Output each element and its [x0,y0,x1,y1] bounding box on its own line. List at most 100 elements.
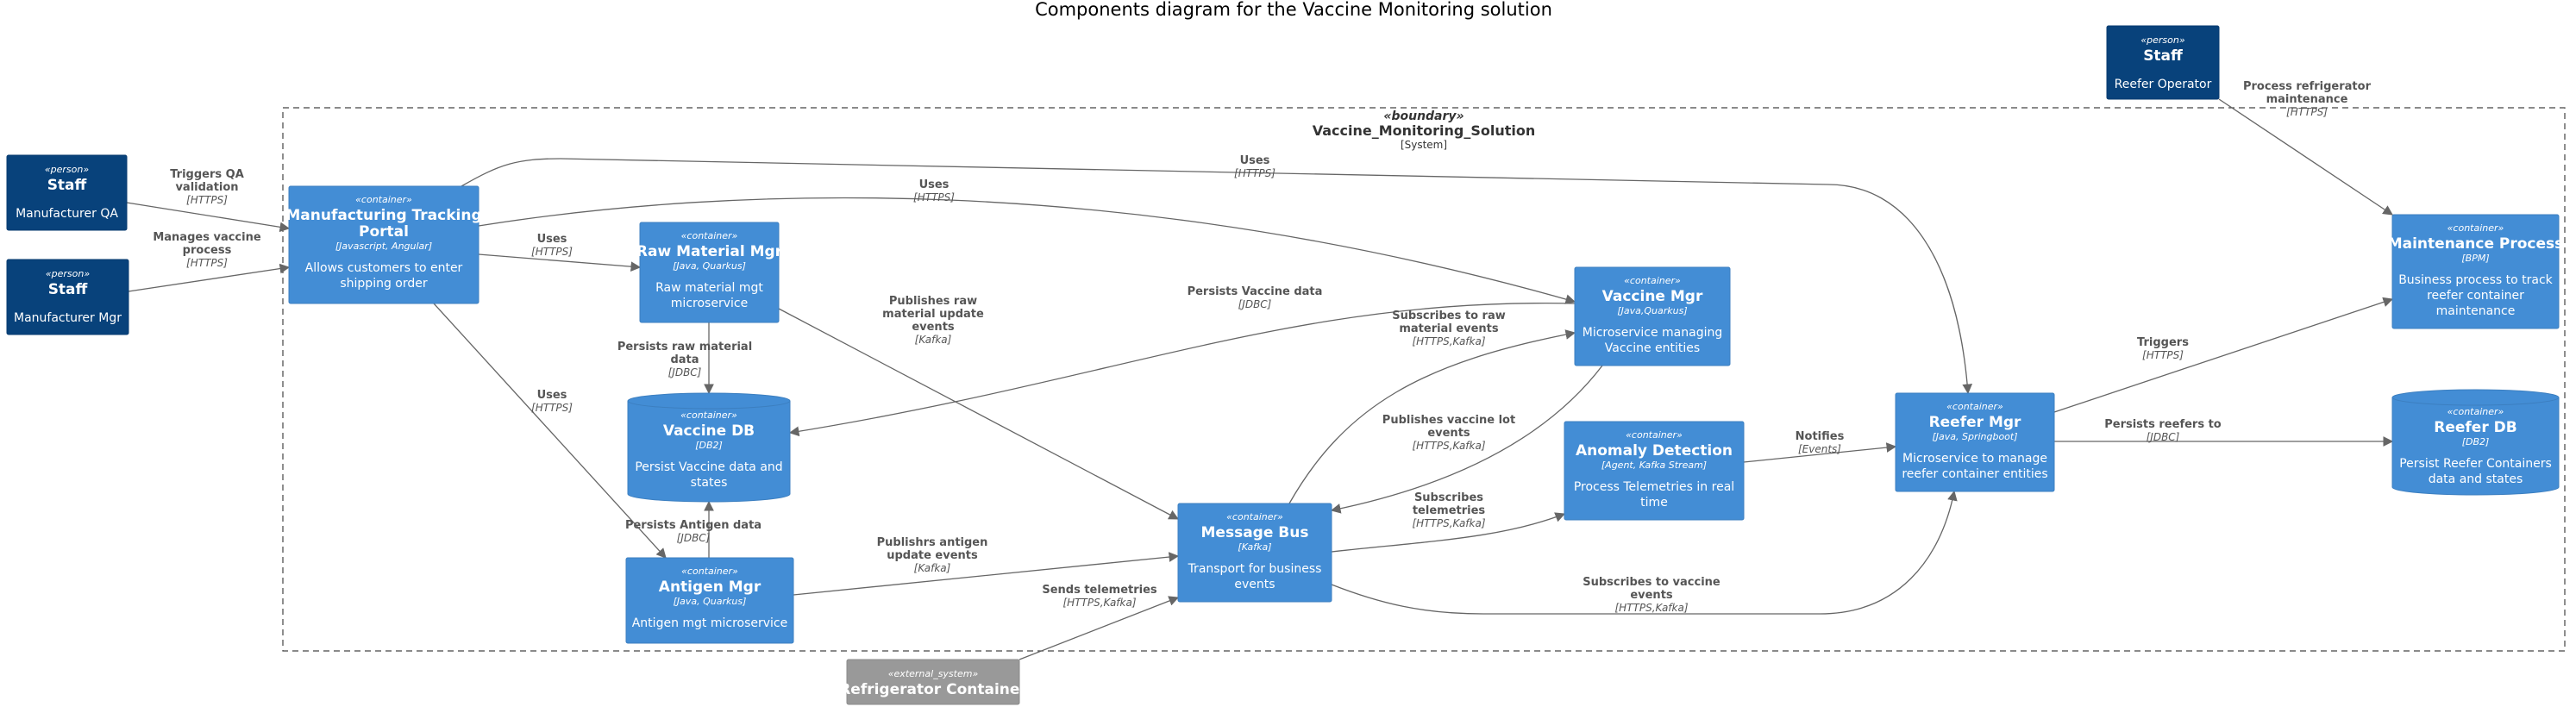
edge-label-text: telemetries [1413,504,1486,517]
database-rim [2391,397,2560,406]
database-cylinder [2391,389,2560,496]
edge-label-4: Uses[HTTPS] [913,178,955,203]
boundary-type: [System] [1401,139,1447,151]
node-bus[interactable]: «container»Message Bus[Kafka]Transport f… [1177,503,1332,603]
node-stereotype: «container» [2448,406,2504,417]
node-stereotype: «external_system» [888,668,979,679]
node-description: Vaccine entities [1605,341,1700,355]
node-name: Vaccine Mgr [1602,288,1703,305]
node-description: Manufacturer Mgr [14,311,122,325]
edge-technology: [HTTPS,Kafka] [1614,602,1688,614]
node-portal[interactable]: «container»Manufacturing TrackingPortal[… [285,185,482,304]
node-stereotype: «container» [2448,222,2504,234]
edge-technology: [HTTPS] [531,402,573,414]
node-description: time [1640,496,1668,510]
edge-technology: [Kafka] [914,562,951,574]
edge-technology: [JDBC] [1238,298,1272,310]
edge-technology: [HTTPS] [186,257,228,269]
node-vaccinedb[interactable]: «container»Vaccine DB[DB2]Persist Vaccin… [627,392,791,503]
node-reefer[interactable]: «container»Reefer Mgr[Java, Springboot]M… [1895,392,2055,492]
edge-label-15: Notifies[Events] [1796,430,1845,455]
node-description: shipping order [340,277,428,291]
container-box [2391,214,2560,329]
node-description: Reefer Operator [2115,78,2212,91]
node-stereotype: «container» [681,230,738,241]
edge-label-text: Publishrs antigen [877,536,988,549]
edge-technology: [HTTPS] [186,194,228,206]
node-description: Manufacturer QA [16,207,118,221]
node-anomaly[interactable]: «container»Anomaly Detection[Agent, Kafk… [1564,421,1745,521]
node-raw[interactable]: «container»Raw Material Mgr[Java, Quarku… [636,222,783,323]
edge-15 [1743,442,1897,463]
edge-label-text: Subscribes [1414,491,1483,504]
edge-8 [788,302,1576,437]
node-description: Process Telemetries in real [1574,480,1734,494]
edge-label-text: Triggers [2137,336,2189,349]
node-name: Antigen Mgr [659,579,762,596]
edge-label-5: Uses[HTTPS] [1234,154,1275,179]
edge-label-text: material update [882,308,984,321]
node-antigen[interactable]: «container»Antigen Mgr[Java, Quarkus]Ant… [625,557,794,644]
node-description: Business process to track [2398,273,2553,287]
node-vmgr[interactable]: «container»Vaccine Mgr[Java,Quarkus]Micr… [1574,266,1731,366]
edge-16 [1331,490,1958,615]
node-description: reefer container [2427,289,2524,303]
container-box [1895,392,2055,492]
edge-label-9: Persists Antigen data[JDBC] [625,519,762,544]
database-rim [627,400,791,410]
node-description: Allows customers to enter [305,261,463,275]
edge-17 [2053,297,2394,413]
edge-technology: [HTTPS,Kafka] [1412,517,1485,529]
edge-11 [1018,596,1180,660]
edge-5 [461,158,1973,395]
external-system-box [846,659,1020,705]
database-cylinder [627,392,791,503]
node-description: Persist Vaccine data and [635,460,782,474]
edge-technology: [JDBC] [2147,431,2180,443]
edge-label-text: Persists reefers to [2104,418,2222,431]
edge-technology: [JDBC] [677,532,711,544]
person-box [6,259,129,335]
node-stereotype: «person» [45,164,89,175]
edge-label-3: Uses[HTTPS] [531,389,573,414]
edge-label-text: maintenance [2266,93,2348,106]
edge-label-text: Sends telemetries [1042,584,1157,597]
edge-technology: [Kafka] [915,334,952,346]
edge-label-text: material events [1399,322,1499,335]
boundary-name: Vaccine_Monitoring_Solution [1313,122,1536,139]
container-box [288,185,479,304]
edge-technology: [HTTPS] [1234,167,1275,179]
edge-label-text: events [912,321,955,334]
container-box [1564,421,1745,521]
node-technology: [Java, Quarkus] [673,260,746,272]
node-maint[interactable]: «container»Maintenance Process[BPM]Busin… [2388,214,2564,329]
edge-technology: [HTTPS] [913,191,955,203]
edge-technology: [HTTPS] [2286,106,2328,118]
node-technology: [Agent, Kafka Stream] [1601,460,1707,471]
edge-label-text: update events [887,549,978,562]
container-box [625,557,794,644]
node-description: states [691,476,728,490]
node-name: Vaccine DB [663,422,755,440]
edge-label-11: Sends telemetries[HTTPS,Kafka] [1042,584,1157,609]
node-technology: [Java, Springboot] [1932,431,2017,442]
node-stereotype: «container» [681,566,738,577]
edge-label-text: Persists raw material [617,341,752,353]
node-stereotype: «container» [1226,511,1283,522]
diagram-title: Components diagram for the Vaccine Monit… [1035,0,1552,20]
node-fridge[interactable]: «external_system»Refrigerator Container [839,659,1027,705]
node-reeferdb[interactable]: «container»Reefer DB[DB2]Persist Reefer … [2391,389,2560,496]
node-name: Maintenance Process [2388,235,2564,253]
node-name: Portal [359,223,409,241]
edge-1 [128,263,291,292]
